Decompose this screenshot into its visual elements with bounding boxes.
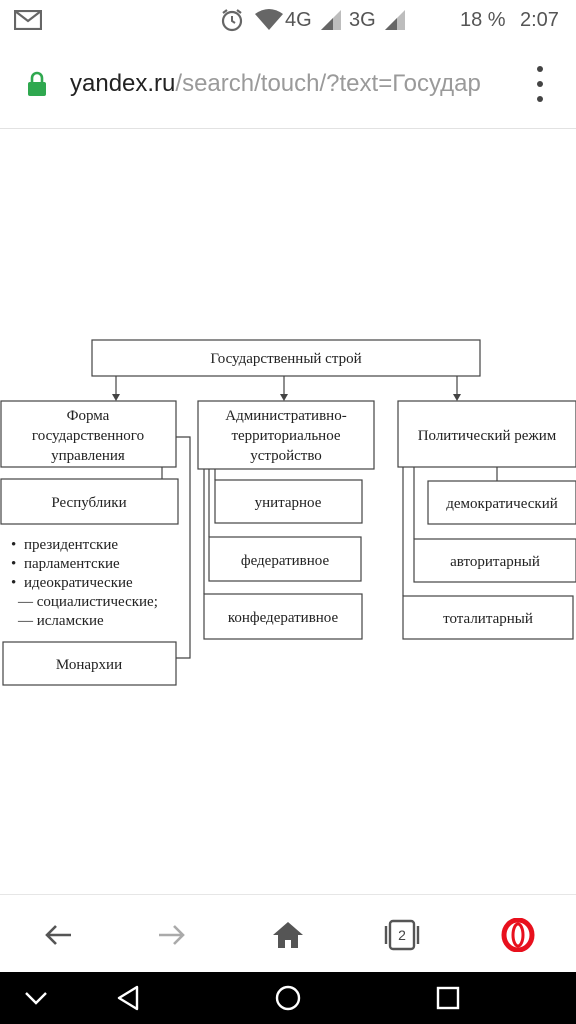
opera-icon[interactable] [490,907,546,963]
box-republics [0,478,179,525]
authoritarian-label: авторитарный [450,554,540,570]
signal-icon [320,0,342,40]
tabs-count: 2 [398,927,406,943]
box-confederative [203,593,363,640]
bullet: • [11,556,16,572]
tabs-icon[interactable]: 2 [374,907,430,963]
network-type-secondary: 3G [349,8,376,31]
network-type-primary: 4G [285,8,312,31]
branch-territorial-line-2: территориальное [231,428,340,444]
battery-level: 18 % [460,8,506,31]
system-nav-bar [0,972,576,1024]
branch-regime-title: Политический режим [418,428,557,444]
federative-label: федеративное [241,553,330,569]
url-field[interactable]: yandex.ru/search/touch/?text=Государ [70,68,512,100]
back-triangle-icon[interactable] [98,972,158,1024]
status-bar: 4G 3G 18 % 2:07 [0,0,576,40]
box-monarchies [2,641,177,686]
url-path: /search/touch/?text=Государ [175,70,481,97]
root-label: Государственный строй [210,351,361,367]
lock-icon [27,71,47,102]
republics-label: Республики [51,495,126,511]
box-unitary [214,479,363,524]
republic-type-item: парламентские [24,556,120,572]
branch-territorial-line-1: Административно- [225,408,346,424]
box-totalitarian [402,595,574,640]
box-authoritarian [413,538,576,583]
url-host: yandex.ru [70,70,176,97]
unitary-label: унитарное [255,495,322,511]
address-bar[interactable]: yandex.ru/search/touch/?text=Государ [0,40,576,129]
mail-icon [14,0,42,40]
chevron-down-icon[interactable] [6,972,66,1024]
home-circle-icon[interactable] [258,972,318,1024]
branch-form-line-1: Форма [67,408,110,424]
root-box [91,339,481,377]
box-federative [208,536,362,582]
republic-type-item: идеократические [24,575,133,591]
democratic-label: демократический [446,496,558,512]
clock: 2:07 [520,8,559,31]
confederative-label: конфедеративное [228,610,339,626]
bullet: • [11,575,16,591]
forward-arrow-icon[interactable] [144,907,200,963]
more-vert-icon[interactable] [528,66,552,102]
bullet: • [11,537,16,553]
signal-icon [384,0,406,40]
state-system-diagram: Государственный строй Форма государствен… [0,339,576,686]
monarchies-label: Монархии [56,657,122,673]
branch-form-line-2: государственного [32,428,144,444]
recents-square-icon[interactable] [418,972,478,1024]
alarm-icon [220,0,244,40]
republic-subtype-item: — исламские [17,613,104,629]
branch-box-territorial [197,400,375,470]
branch-form-line-3: управления [51,448,125,464]
republic-type-item: президентские [24,537,118,553]
totalitarian-label: тоталитарный [443,611,533,627]
home-icon[interactable] [260,907,316,963]
back-arrow-icon[interactable] [30,907,86,963]
browser-toolbar: 2 [0,894,576,973]
wifi-icon [254,0,284,40]
branch-territorial-line-3: устройство [250,448,322,464]
branch-box-regime [397,400,576,468]
republic-subtype-item: — социалистические; [17,594,158,610]
branch-box-form [0,400,177,468]
box-democratic [427,480,576,525]
page-content: Государственный строй Форма государствен… [0,129,576,894]
